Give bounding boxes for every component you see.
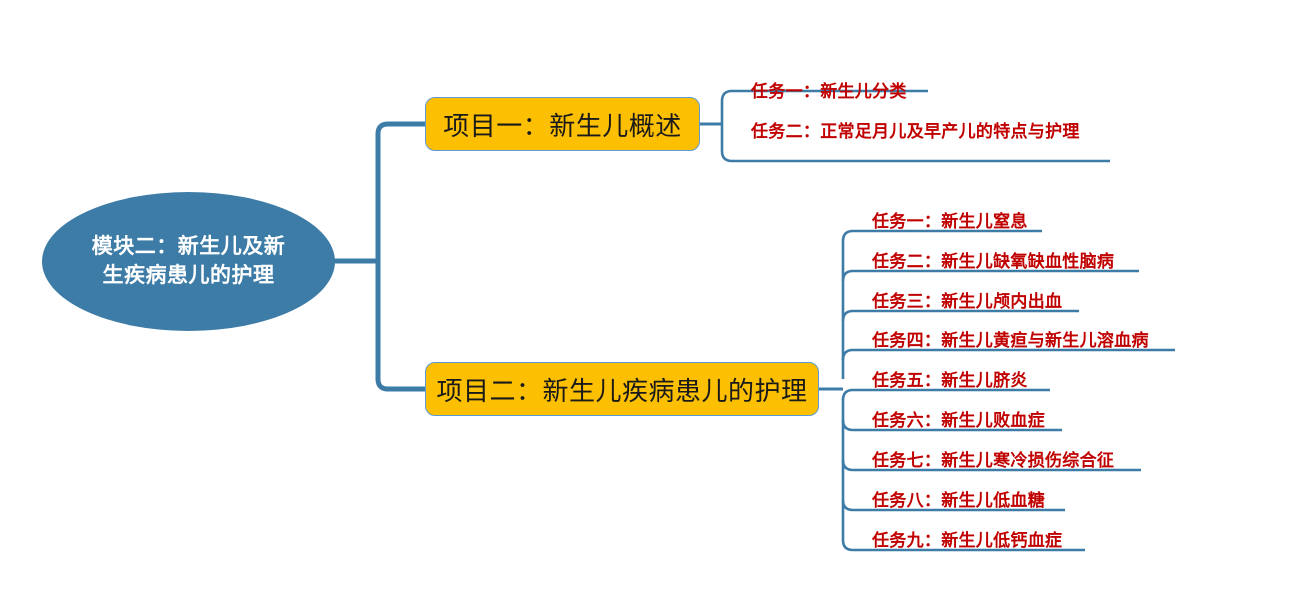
root-node-label-line1: 模块二：新生儿及新 [91,235,286,259]
root-node[interactable]: 模块二：新生儿及新 生疾病患儿的护理 [42,192,335,331]
project-node-2[interactable]: 项目二：新生儿疾病患儿的护理 [425,362,819,416]
project-node-2-label: 项目二：新生儿疾病患儿的护理 [436,375,808,406]
task-label-b2-t6[interactable]: 任务六：新生儿败血症 [872,411,1045,430]
wire-task2-5 [841,388,1050,401]
task-label-b2-t1[interactable]: 任务一：新生儿窒息 [872,212,1028,231]
task-label-b2-t5[interactable]: 任务五：新生儿脐炎 [872,371,1028,390]
root-node-label: 模块二：新生儿及新 生疾病患儿的护理 [84,233,294,290]
task-label-b1-t2[interactable]: 任务二：正常足月儿及早产儿的特点与护理 [751,122,1080,141]
task-label-b2-t3[interactable]: 任务三：新生儿颅内出血 [872,292,1063,311]
task-label-b1-t1[interactable]: 任务一：新生儿分类 [751,82,907,101]
project-node-1[interactable]: 项目一：新生儿概述 [425,97,700,151]
task-label-b2-t2[interactable]: 任务二：新生儿缺氧缺血性脑病 [872,252,1115,271]
wire-task2-3 [841,309,1079,322]
project-node-1-label: 项目一：新生儿概述 [443,110,682,141]
wire-root-trunk [375,121,425,392]
task-label-b2-t8[interactable]: 任务八：新生儿低血糖 [872,491,1045,510]
task-label-b2-t4[interactable]: 任务四：新生儿黄疸与新生儿溶血病 [872,331,1149,350]
task-label-b2-t7[interactable]: 任务七：新生儿寒冷损伤综合征 [872,451,1115,470]
root-node-label-line2: 生疾病患儿的护理 [102,263,275,287]
wire-task2-4 [841,348,1175,361]
task-label-b2-t9[interactable]: 任务九：新生儿低钙血症 [872,531,1063,550]
wire-task2-2 [841,269,1139,282]
